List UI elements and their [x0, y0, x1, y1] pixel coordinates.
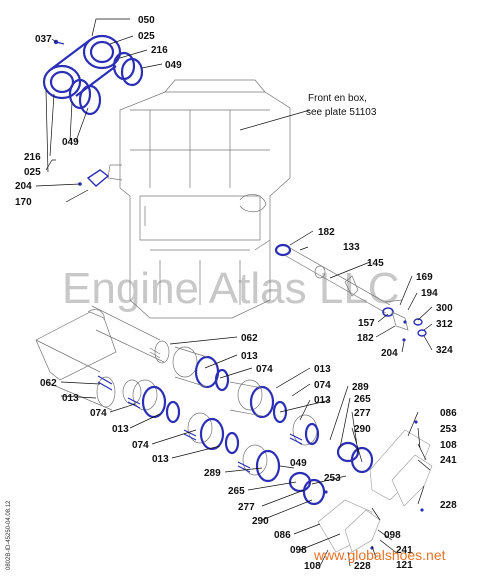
label-074-c: 074 [90, 408, 107, 419]
label-204-left: 204 [15, 181, 32, 192]
label-013-c: 013 [62, 393, 79, 404]
label-098-left: 098 [290, 545, 307, 556]
label-228-right: 228 [440, 500, 457, 511]
label-253-mid: 253 [324, 473, 341, 484]
label-013-d: 013 [314, 395, 331, 406]
label-241-bottom: 241 [396, 545, 413, 556]
label-074-b: 074 [314, 380, 331, 391]
label-050: 050 [138, 15, 155, 26]
label-277-right: 277 [354, 408, 371, 419]
label-228-bottom: 228 [354, 561, 371, 572]
top-hub-assembly [42, 34, 144, 116]
label-265-left: 265 [228, 486, 245, 497]
label-277-left: 277 [238, 502, 255, 513]
label-013-b: 013 [314, 364, 331, 375]
label-086-right: 086 [440, 408, 457, 419]
label-290-left: 290 [252, 516, 269, 527]
label-108-right: 108 [440, 440, 457, 451]
cover-plates [317, 420, 433, 553]
note-line-2: see plate 51103 [306, 107, 377, 118]
gearbox-housing [107, 79, 291, 319]
shaft-assembly [274, 243, 427, 342]
label-182-top: 182 [318, 227, 335, 238]
label-025-top: 025 [138, 31, 155, 42]
label-216-left: 216 [24, 152, 41, 163]
label-289-right: 289 [352, 382, 369, 393]
label-241-right: 241 [440, 455, 457, 466]
label-037: 037 [35, 34, 52, 45]
label-289-left: 289 [204, 468, 221, 479]
label-121: 121 [396, 560, 413, 571]
label-265-right: 265 [354, 394, 371, 405]
label-013-a: 013 [241, 351, 258, 362]
label-182-bottom: 182 [357, 333, 374, 344]
label-145: 145 [367, 258, 384, 269]
label-013-f: 013 [152, 454, 169, 465]
watermark-text: Engine Atlas LLC [62, 264, 400, 313]
label-253-right: 253 [440, 424, 457, 435]
label-157: 157 [358, 318, 375, 329]
label-324: 324 [436, 345, 453, 356]
label-170: 170 [15, 197, 32, 208]
label-133: 133 [343, 242, 360, 253]
label-074-a: 074 [256, 364, 273, 375]
label-049-left: 049 [62, 137, 79, 148]
label-098-right: 098 [384, 530, 401, 541]
label-290-right: 290 [354, 424, 371, 435]
label-062-left: 062 [40, 378, 57, 389]
label-086-left: 086 [274, 530, 291, 541]
label-013-e: 013 [112, 424, 129, 435]
bracket-170 [78, 169, 110, 187]
label-074-d: 074 [132, 440, 149, 451]
label-194: 194 [421, 288, 438, 299]
label-169: 169 [416, 272, 433, 283]
part-labels: 050 037 025 216 049 049 216 025 204 170 … [15, 15, 457, 572]
website-watermark: www.globalshoes.net [313, 547, 446, 563]
label-216-top: 216 [151, 45, 168, 56]
note-line-1: Front en box, [308, 93, 367, 104]
label-300: 300 [436, 303, 453, 314]
leader-lines [35, 18, 433, 567]
label-108-bottom: 108 [304, 561, 321, 572]
label-025-left: 025 [24, 167, 41, 178]
label-312: 312 [436, 319, 453, 330]
drawing-code: 0802B-ID-45250-04.08.12 [6, 500, 12, 570]
label-049-bottom: 049 [290, 458, 307, 469]
label-049-top: 049 [165, 60, 182, 71]
label-204-bottom: 204 [381, 348, 398, 359]
label-062-right: 062 [241, 333, 258, 344]
roller-shafts [35, 305, 374, 506]
